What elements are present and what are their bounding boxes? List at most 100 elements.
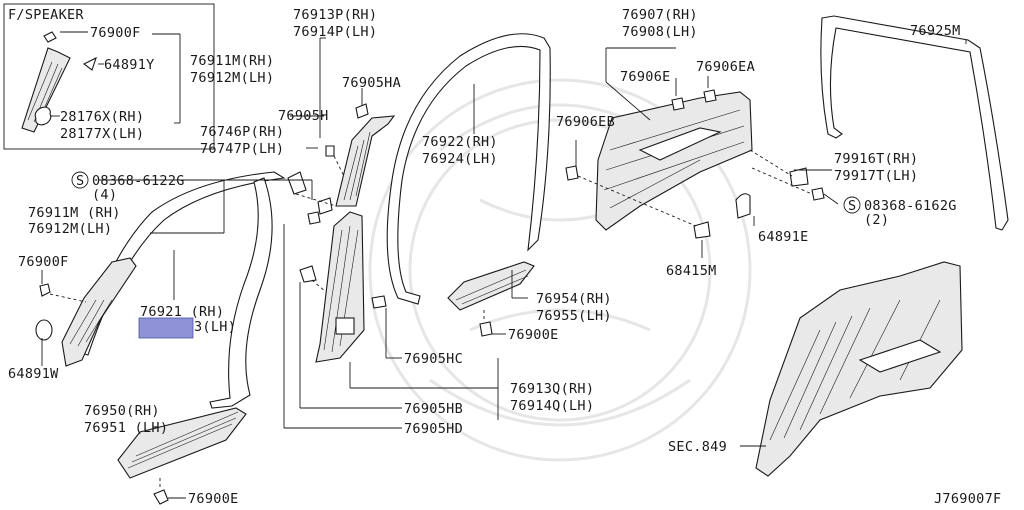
b-pillar-group <box>98 37 499 429</box>
label-76907: 76907(RH) <box>622 7 698 23</box>
label-76914P: 76914P(LH) <box>293 24 377 40</box>
label-76911M: 76911M (RH) <box>28 205 121 221</box>
inset-seal <box>82 56 97 71</box>
inset-part-76912M: 76912M(LH) <box>190 70 274 86</box>
back-door-trim-group <box>565 47 839 258</box>
kick-plate-76954 <box>447 261 535 311</box>
front-kick-plate <box>117 407 247 505</box>
front-welt-lower <box>209 177 273 409</box>
label-79916T: 79916T(RH) <box>834 151 918 167</box>
label-76906EA: 76906EA <box>696 59 755 75</box>
inset-part-76911M: 76911M(RH) <box>190 53 274 69</box>
inset-clip <box>43 31 57 43</box>
label-76746P: 76746P(RH) <box>200 124 284 140</box>
clip-76905H <box>325 145 335 157</box>
label-76922-lh: 3(LH) <box>194 319 236 335</box>
label-76913P: 76913P(RH) <box>293 7 377 23</box>
inset-part-28177X: 28177X(LH) <box>60 126 144 142</box>
clip-68415M <box>693 221 711 239</box>
inset-title: F/SPEAKER <box>8 7 84 23</box>
label-08368-6162G-qty: (2) <box>864 212 889 228</box>
label-76913Q: 76913Q(RH) <box>510 381 594 397</box>
clip-76906EB <box>565 165 579 181</box>
label-08368-6122G: 08368-6122G <box>92 173 185 189</box>
label-76905HA: 76905HA <box>342 75 401 91</box>
label-76900F: 76900F <box>18 254 69 270</box>
rear-kick-plate <box>447 261 535 337</box>
label-sec-849: SEC.849 <box>668 439 727 455</box>
part-labels: 76913P(RH) 76914P(LH) 76905HA 76905H 767… <box>8 7 1001 507</box>
inset-frame <box>3 3 215 150</box>
label-76925M: 76925M <box>910 23 961 39</box>
label-76922: 76922(RH) <box>422 134 498 150</box>
clip-79916T <box>789 167 809 187</box>
inset-part-64891Y: 64891Y <box>104 57 155 73</box>
clip-76906E <box>671 97 685 111</box>
label-76924: 76924(LH) <box>422 151 498 167</box>
inset-part-28176X: 28176X(RH) <box>60 109 144 125</box>
symbol-s-b-letter: S <box>848 198 856 214</box>
label-76954: 76954(RH) <box>536 291 612 307</box>
label-08368-6162G: 08368-6162G <box>864 198 957 214</box>
label-76900E-rear: 76900E <box>508 327 559 343</box>
symbol-s-b <box>843 196 861 214</box>
clip-76746P <box>287 171 307 195</box>
clip-76905HA <box>355 103 369 119</box>
inset-speaker-grille <box>34 106 52 126</box>
label-68415M: 68415M <box>666 263 717 279</box>
clip-76900E-rear <box>479 321 493 337</box>
label-76905HD: 76905HD <box>404 421 463 437</box>
label-76906E: 76906E <box>620 69 671 85</box>
clip-76900E-front <box>153 489 169 505</box>
label-76914Q: 76914Q(LH) <box>510 398 594 414</box>
bolt-08368-6162G <box>811 187 825 201</box>
b-pillar-lower-76913Q <box>315 211 365 363</box>
label-79917T: 79917T(LH) <box>834 168 918 184</box>
inset-pillar-trim <box>21 47 71 133</box>
kick-plate-76950 <box>117 407 247 479</box>
clip-76905HB <box>299 265 317 283</box>
highlight-box <box>138 317 194 339</box>
clip-76900F <box>39 283 51 297</box>
label-76906EB: 76906EB <box>556 114 615 130</box>
quarter-trim-sec849 <box>740 261 963 477</box>
quarter-trim-panel <box>755 261 963 477</box>
label-76900E-front: 76900E <box>188 491 239 507</box>
seal-64891W <box>35 319 53 341</box>
label-76905HC: 76905HC <box>404 351 463 367</box>
bolt-08368-6122G <box>317 197 333 215</box>
label-64891E: 64891E <box>758 229 809 245</box>
symbol-s-a-letter: S <box>76 173 84 189</box>
label-76905H: 76905H <box>278 108 329 124</box>
welt-76922 <box>386 33 551 305</box>
clip-76905HD <box>307 211 321 225</box>
clip-76906EA <box>703 89 717 103</box>
label-64891W: 64891W <box>8 366 59 382</box>
watermark-emblem <box>368 78 752 462</box>
label-76905HB: 76905HB <box>404 401 463 417</box>
diagram-reference-number: J769007F <box>934 491 1001 507</box>
clip-76905HC <box>371 295 387 309</box>
b-pillar-upper-76913P <box>335 115 396 207</box>
symbol-s-a <box>71 171 89 189</box>
label-76921: 76921 (RH) <box>140 304 224 320</box>
label-76908: 76908(LH) <box>622 24 698 40</box>
weatherstrip-76925M <box>820 15 1009 231</box>
back-door-weatherstrip <box>820 15 1009 231</box>
seal-64891E <box>735 193 751 219</box>
inset-part-76900F: 76900F <box>90 25 141 41</box>
a-pillar-trim <box>61 257 137 367</box>
label-76747P: 76747P(LH) <box>200 141 284 157</box>
label-08368-6122G-qty: (4) <box>92 187 117 203</box>
label-76912M: 76912M(LH) <box>28 221 112 237</box>
back-door-trim-76907 <box>595 91 753 231</box>
front-pillar-group <box>35 171 286 409</box>
rear-door-welt <box>386 33 551 305</box>
label-76951: 76951 (LH) <box>84 420 168 436</box>
seatbelt-cover <box>335 317 355 335</box>
speaker-inset: F/SPEAKER 76900F 64891Y 76911M(RH) 76912… <box>3 3 274 150</box>
label-76955: 76955(LH) <box>536 308 612 324</box>
label-76950: 76950(RH) <box>84 403 160 419</box>
